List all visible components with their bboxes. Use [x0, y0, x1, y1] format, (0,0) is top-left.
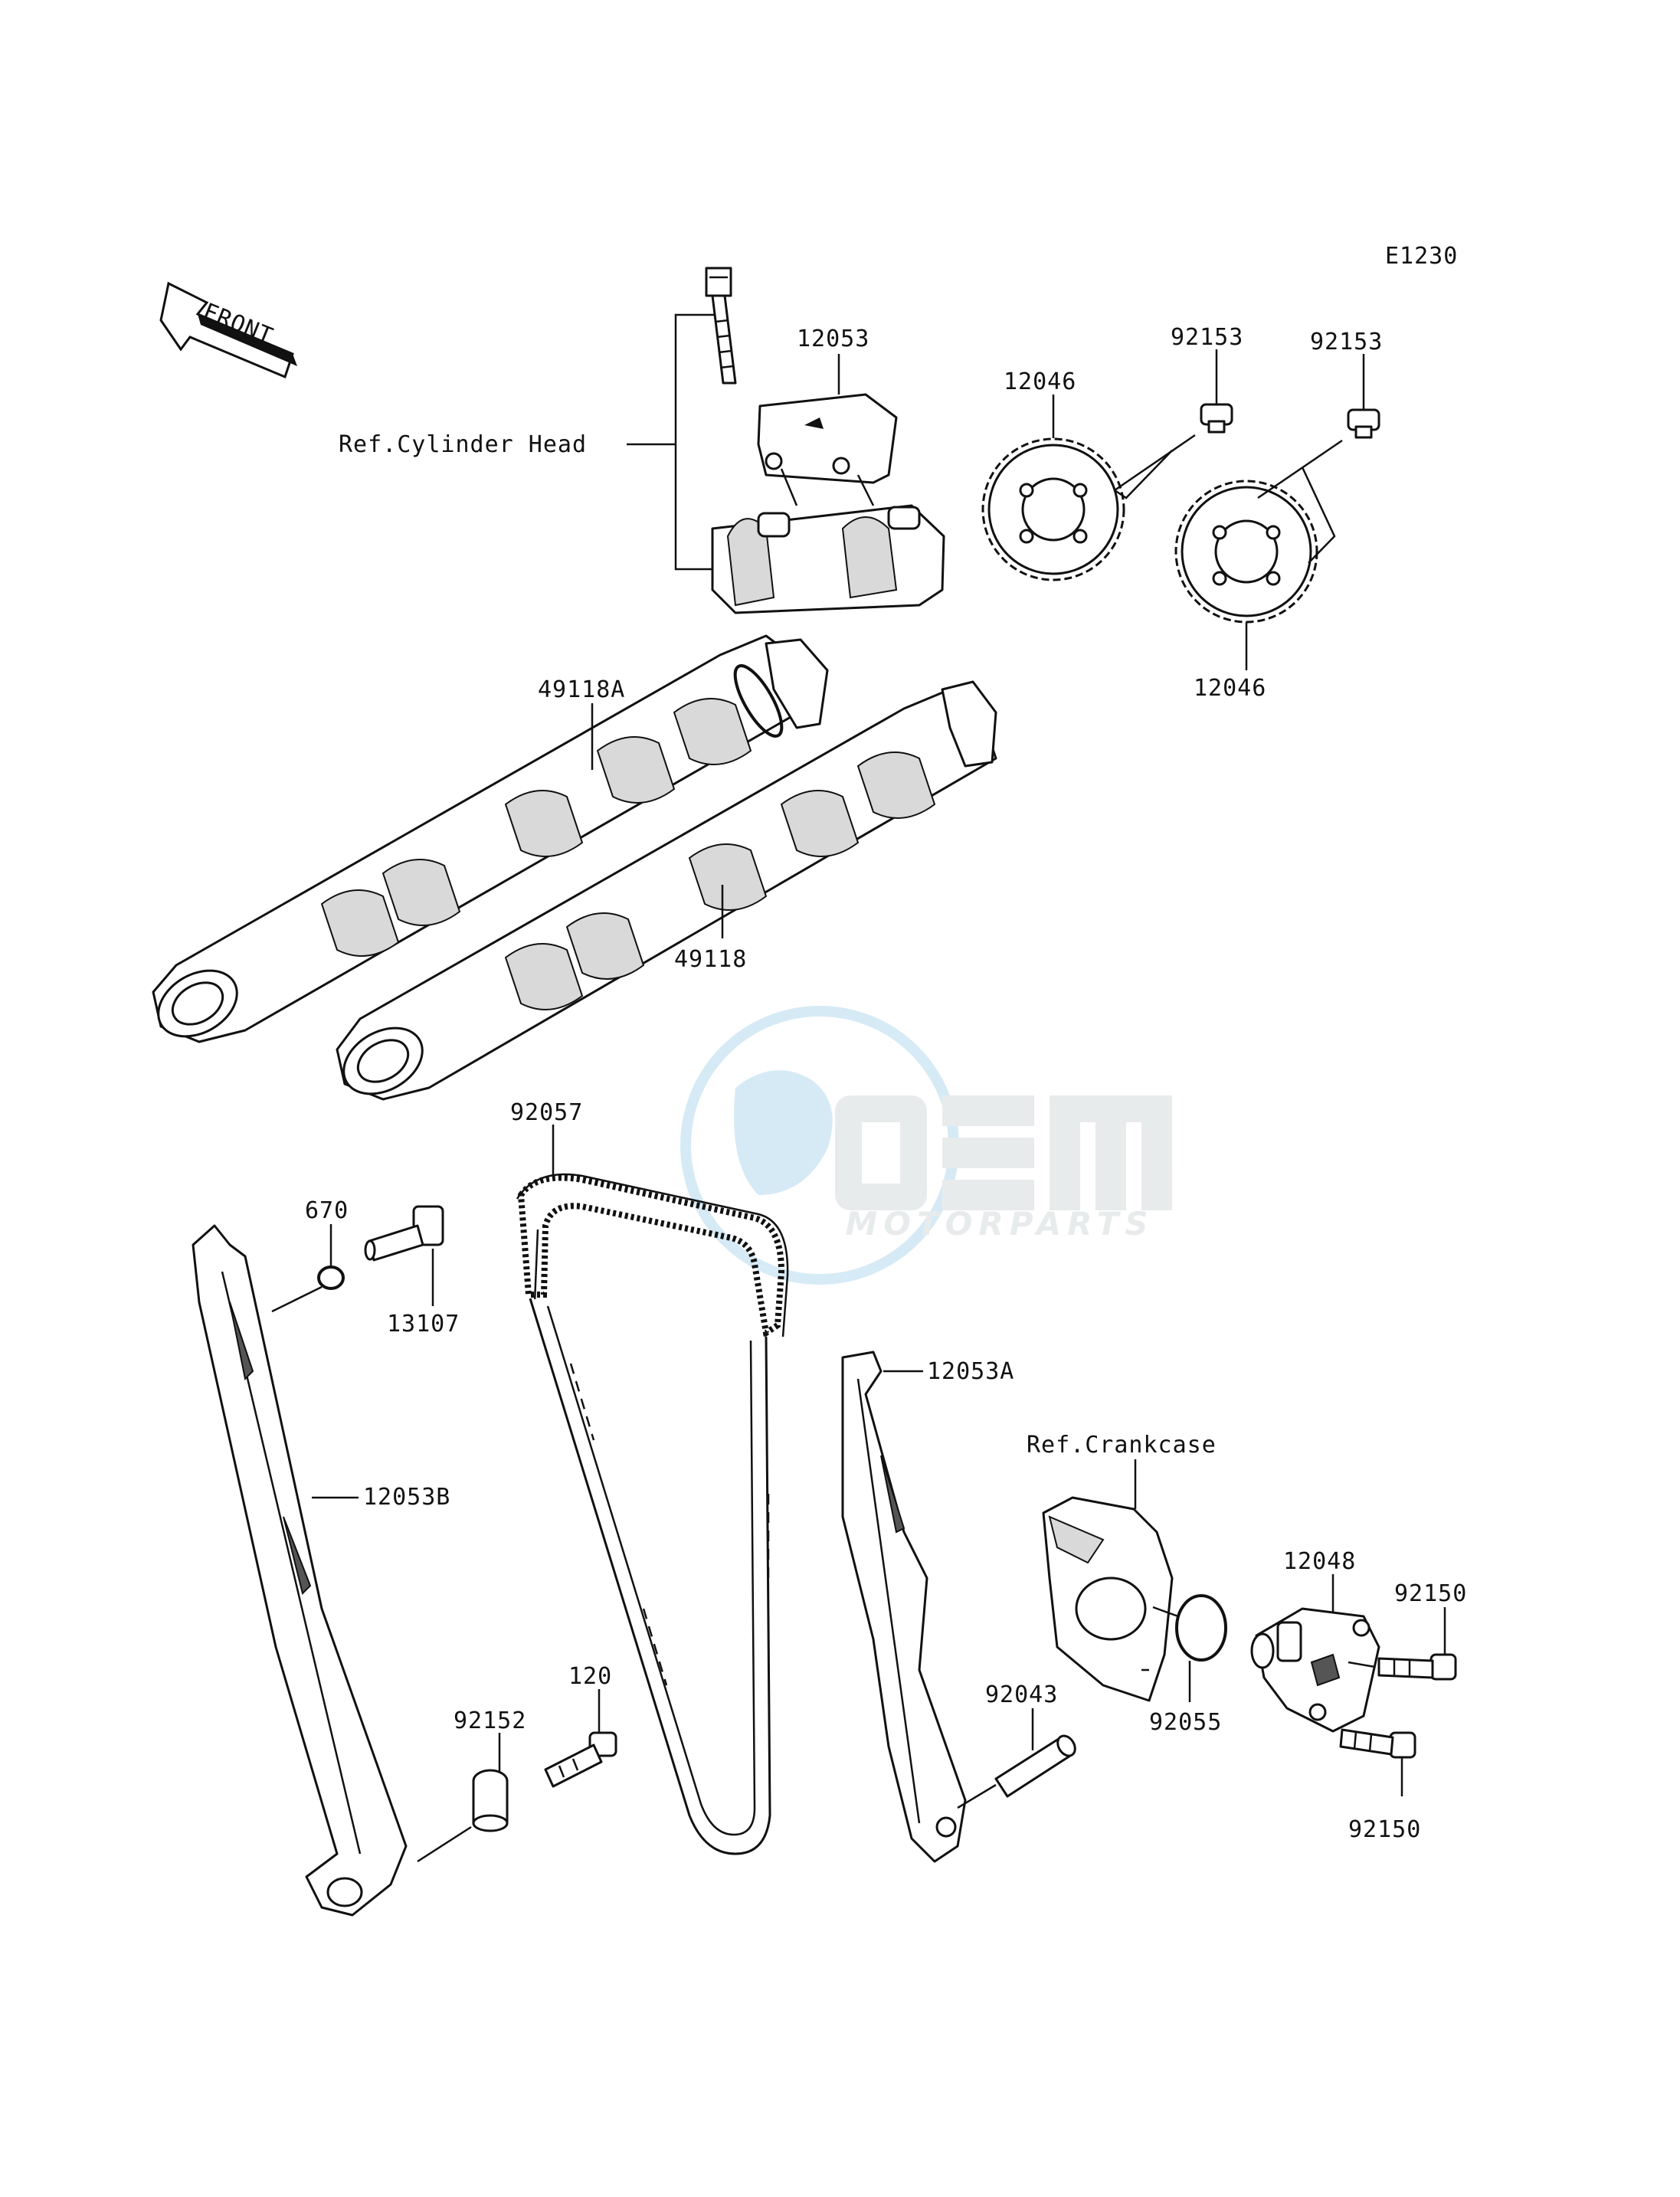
cam-chain	[516, 1173, 789, 1855]
o-ring	[1175, 1594, 1227, 1662]
tensioner	[1250, 1607, 1380, 1733]
cam-holder-plate	[757, 393, 898, 484]
guide-bolt	[364, 1205, 444, 1262]
label-92150-upper: 92150	[1394, 1580, 1467, 1607]
label-92150-lower: 92150	[1348, 1816, 1421, 1843]
label-12048: 12048	[1283, 1548, 1356, 1575]
ref-cylinder-head-label: Ref.Cylinder Head	[339, 431, 587, 458]
watermark: OEM MOTORPARTS	[680, 1006, 1172, 1285]
washer	[317, 1265, 345, 1290]
sprocket-bolt-2	[1347, 408, 1380, 439]
label-92055: 92055	[1149, 1709, 1222, 1736]
label-92153-1: 92153	[1171, 324, 1243, 351]
label-670: 670	[305, 1197, 349, 1224]
tensioner-bolt-lower	[1339, 1728, 1416, 1759]
label-92152: 92152	[454, 1708, 526, 1734]
label-49118: 49118	[674, 946, 747, 973]
bolt-120	[544, 1731, 617, 1788]
tensioner-bolt-upper	[1377, 1653, 1457, 1681]
label-13107: 13107	[387, 1311, 460, 1338]
camshaft-exhaust	[152, 634, 829, 1043]
label-92153-2: 92153	[1310, 329, 1383, 355]
label-49118A: 49118A	[538, 676, 625, 703]
sprocket-lower	[1174, 480, 1318, 624]
chain-guide-rear	[192, 1224, 408, 1917]
chain-guide-front	[841, 1351, 967, 1863]
label-92043: 92043	[985, 1681, 1058, 1708]
label-12053: 12053	[797, 326, 869, 352]
label-12046-upper: 12046	[1004, 368, 1076, 395]
ref-cylinder-head-bracket	[674, 313, 720, 571]
label-12046-lower: 12046	[1194, 675, 1266, 702]
cam-holder-lower	[711, 504, 945, 614]
crankcase-ref	[1042, 1496, 1174, 1702]
pin	[994, 1734, 1076, 1798]
collar	[472, 1769, 509, 1832]
label-12053B: 12053B	[363, 1484, 450, 1511]
label-92057: 92057	[510, 1099, 583, 1126]
watermark-brand: OEM	[1003, 1240, 1005, 1242]
sprocket-bolt-1	[1200, 403, 1233, 434]
label-12053A: 12053A	[927, 1358, 1014, 1385]
sprocket-upper	[981, 437, 1125, 581]
ref-crankcase-label: Ref.Crankcase	[1027, 1432, 1217, 1459]
camshaft-intake	[336, 680, 997, 1101]
cam-holder-bolt	[705, 267, 737, 385]
label-120: 120	[568, 1663, 612, 1690]
front-arrow-icon: FRONT	[159, 281, 297, 379]
watermark-subtitle: MOTORPARTS	[846, 1205, 1154, 1243]
diagram-code: E1230	[1385, 243, 1458, 270]
